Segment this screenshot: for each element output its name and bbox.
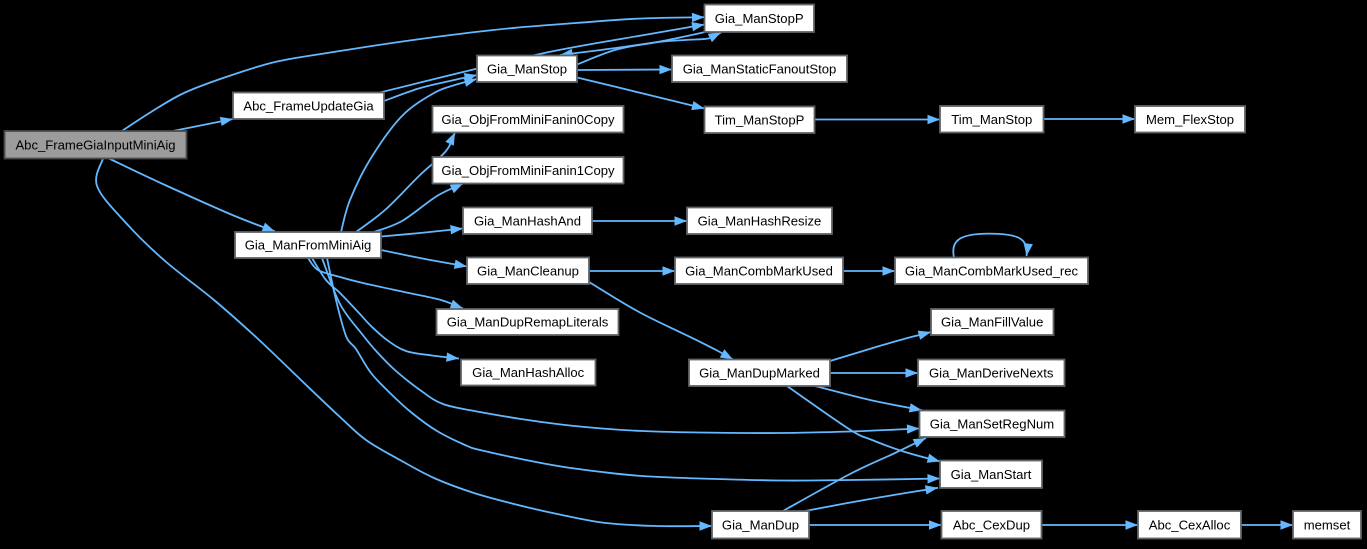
svg-text:Mem_FlexStop: Mem_FlexStop <box>1146 112 1234 127</box>
svg-text:Gia_ManStopP: Gia_ManStopP <box>715 11 804 26</box>
svg-text:Tim_ManStop: Tim_ManStop <box>951 112 1032 127</box>
svg-text:Tim_ManStopP: Tim_ManStopP <box>715 112 805 127</box>
svg-text:Gia_ObjFromMiniFanin0Copy: Gia_ObjFromMiniFanin0Copy <box>441 112 615 127</box>
svg-text:Abc_CexDup: Abc_CexDup <box>953 517 1030 532</box>
svg-text:Gia_ManFromMiniAig: Gia_ManFromMiniAig <box>245 238 372 253</box>
svg-text:Gia_ManStop: Gia_ManStop <box>487 61 567 76</box>
svg-text:Gia_ManDupMarked: Gia_ManDupMarked <box>699 365 820 380</box>
svg-text:Gia_ManStart: Gia_ManStart <box>951 467 1032 482</box>
svg-text:Gia_ManDup: Gia_ManDup <box>722 517 799 532</box>
svg-text:Gia_ObjFromMiniFanin1Copy: Gia_ObjFromMiniFanin1Copy <box>441 163 615 178</box>
svg-text:memset: memset <box>1304 517 1351 532</box>
svg-text:Gia_ManCombMarkUsed: Gia_ManCombMarkUsed <box>685 263 833 278</box>
svg-text:Abc_CexAlloc: Abc_CexAlloc <box>1149 517 1231 532</box>
svg-text:Gia_ManHashAnd: Gia_ManHashAnd <box>474 213 581 228</box>
svg-text:Gia_ManCombMarkUsed_rec: Gia_ManCombMarkUsed_rec <box>905 263 1079 278</box>
svg-text:Gia_ManFillValue: Gia_ManFillValue <box>941 315 1043 330</box>
svg-text:Abc_FrameUpdateGia: Abc_FrameUpdateGia <box>243 98 374 113</box>
svg-text:Gia_ManCleanup: Gia_ManCleanup <box>477 263 579 278</box>
svg-text:Gia_ManSetRegNum: Gia_ManSetRegNum <box>930 416 1055 431</box>
svg-text:Gia_ManDupRemapLiterals: Gia_ManDupRemapLiterals <box>447 315 609 330</box>
svg-text:Abc_FrameGiaInputMiniAig: Abc_FrameGiaInputMiniAig <box>15 137 175 152</box>
svg-text:Gia_ManHashAlloc: Gia_ManHashAlloc <box>472 365 585 380</box>
svg-text:Gia_ManDeriveNexts: Gia_ManDeriveNexts <box>929 365 1054 380</box>
svg-text:Gia_ManHashResize: Gia_ManHashResize <box>698 213 822 228</box>
svg-text:Gia_ManStaticFanoutStop: Gia_ManStaticFanoutStop <box>683 61 837 76</box>
